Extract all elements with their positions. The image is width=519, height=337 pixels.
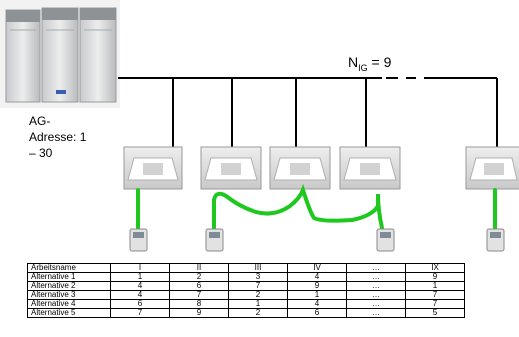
ag-label-line-1: AG- (29, 114, 51, 128)
table-header-row: Arbeitsname I II III IV … IX (27, 263, 465, 273)
table-cell: 5 (405, 308, 465, 318)
indoor-unit-2 (200, 146, 262, 190)
table-row: Alternative 1 1 2 3 4 … 9 (27, 272, 465, 282)
table-row: Alternative 2 4 6 7 9 … 1 (27, 281, 465, 291)
outdoor-unit-image (0, 0, 120, 108)
indoor-unit-3 (269, 146, 331, 190)
table-cell: … (346, 308, 406, 318)
table-row: Alternative 3 4 7 2 1 … 7 (27, 290, 465, 300)
nig-symbol: N (348, 54, 359, 70)
table-cell: 6 (287, 308, 347, 318)
table-cell: Alternative 5 (27, 308, 111, 318)
ag-label-line-2: Adresse: 1 (29, 130, 87, 144)
remote-controller-2 (205, 228, 224, 252)
indoor-unit-9 (465, 146, 519, 190)
indoor-unit-1 (123, 146, 183, 190)
remote-links (136, 183, 497, 230)
bus-line (118, 77, 498, 147)
remote-controller-3 (376, 228, 395, 252)
indoor-unit-4 (339, 146, 401, 190)
alternatives-table: Arbeitsname I II III IV … IX Alternative… (27, 263, 465, 318)
table-cell: 7 (110, 308, 170, 318)
ag-address-label: AG- Adresse: 1 – 30 (29, 113, 86, 161)
nig-label: NIG = 9 (348, 54, 391, 73)
table-row: Alternative 5 7 9 2 6 … 5 (27, 308, 465, 318)
remote-controller-4 (486, 228, 505, 252)
remote-controller-1 (129, 228, 148, 252)
table-cell: 9 (169, 308, 229, 318)
table-cell: 2 (228, 308, 288, 318)
table-row: Alternative 4 6 8 1 4 … 7 (27, 299, 465, 309)
ag-label-line-3: – 30 (29, 146, 53, 160)
nig-value: = 9 (371, 54, 392, 70)
nig-subscript: IG (358, 62, 368, 73)
